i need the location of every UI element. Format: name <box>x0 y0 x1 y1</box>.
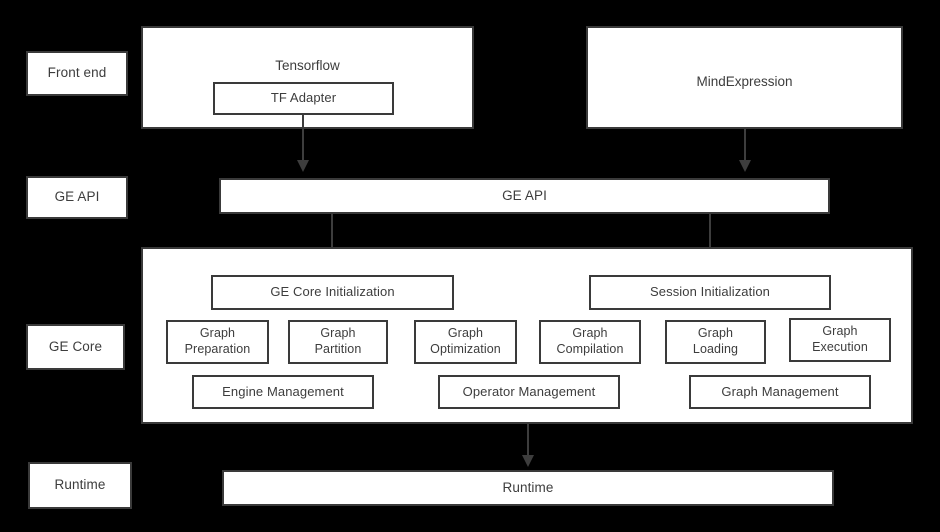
ge-core-initialization-box[interactable]: GE Core Initialization <box>211 275 454 310</box>
management-graph[interactable]: Graph Management <box>689 375 871 409</box>
management-operator[interactable]: Operator Management <box>438 375 620 409</box>
connector-mindexpression-to-ge-api <box>744 129 746 163</box>
tier-label-front-end-text: Front end <box>47 65 107 81</box>
tier-label-runtime: Runtime <box>28 462 132 509</box>
tier-label-ge-api-text: GE API <box>54 189 100 205</box>
session-initialization-label: Session Initialization <box>650 284 770 300</box>
tier-label-ge-core-text: GE Core <box>48 338 103 354</box>
connector-ge-api-to-ge-core-init <box>331 214 333 260</box>
mindexpression-group-title: MindExpression <box>696 74 793 89</box>
management-graph-label: Graph Management <box>721 383 839 399</box>
management-engine[interactable]: Engine Management <box>192 375 374 409</box>
tier-label-runtime-text: Runtime <box>54 477 106 493</box>
session-initialization-box[interactable]: Session Initialization <box>589 275 831 310</box>
arrowhead-tf-adapter-to-ge-api <box>297 160 309 172</box>
runtime-bar[interactable]: Runtime <box>222 470 834 506</box>
ge-api-bar-label: GE API <box>502 187 547 203</box>
arrowhead-ge-core-to-runtime <box>522 455 534 467</box>
mindexpression-group: MindExpression <box>586 26 903 129</box>
tier-label-front-end: Front end <box>26 51 128 96</box>
connector-ge-core-to-runtime <box>527 424 529 458</box>
management-operator-label: Operator Management <box>462 383 596 399</box>
management-engine-label: Engine Management <box>222 383 344 399</box>
connector-ge-api-to-session-init <box>709 214 711 260</box>
tier-label-ge-api: GE API <box>26 176 128 219</box>
runtime-bar-label: Runtime <box>502 479 554 495</box>
tensorflow-group-title: Tensorflow <box>275 58 340 73</box>
tf-adapter-box[interactable]: TF Adapter <box>213 82 394 115</box>
tier-label-ge-core: GE Core <box>26 324 125 370</box>
ge-core-initialization-label: GE Core Initialization <box>270 284 395 300</box>
tf-adapter-label: TF Adapter <box>270 90 337 106</box>
ge-api-bar[interactable]: GE API <box>219 178 830 214</box>
connector-tf-adapter-to-ge-api <box>302 115 304 163</box>
arrowhead-mindexpression-to-ge-api <box>739 160 751 172</box>
